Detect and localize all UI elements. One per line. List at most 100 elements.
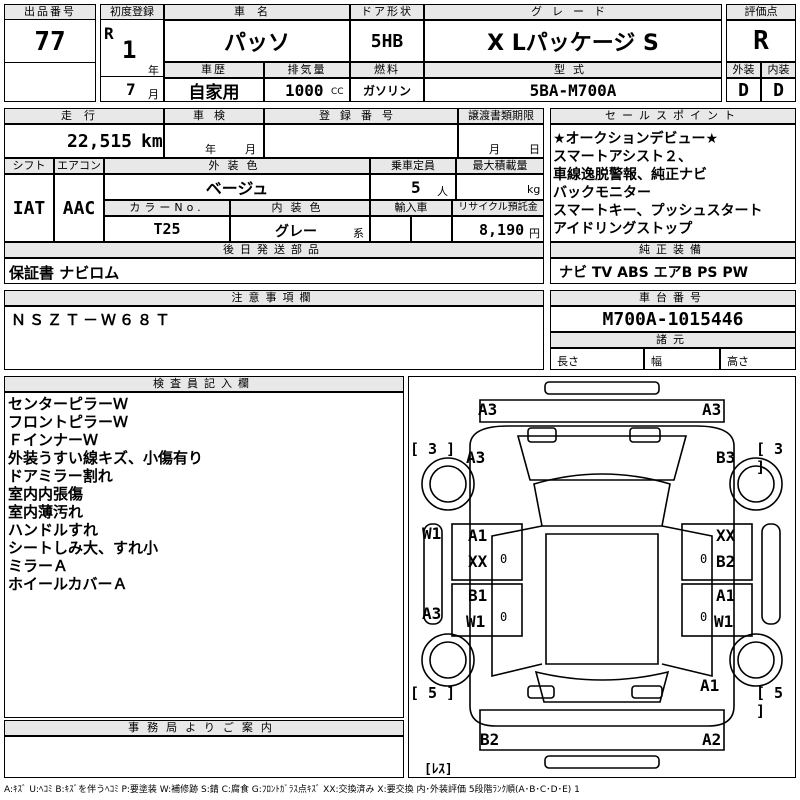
notes-label: 注意事項欄 <box>4 290 544 306</box>
ext-color: ベージュ <box>104 174 370 200</box>
mark-door-rr-1: A1 <box>716 586 736 605</box>
lot-number-label: 出品番号 <box>4 4 96 20</box>
later-parts-label: 後日発送部品 <box>4 242 544 258</box>
displacement-unit: CC <box>331 87 344 97</box>
mark-door-rl-2: W1 <box>466 612 486 631</box>
inspection-label: 車検 <box>164 108 264 124</box>
shift-label: シフト <box>4 158 54 174</box>
capacity-cell: 5 人 <box>370 174 456 200</box>
reg-month: 7 <box>126 80 136 99</box>
mark-pillar-left: W1 <box>422 524 442 543</box>
import-cell-1 <box>370 216 411 242</box>
inspector-line: ドアミラー割れ <box>8 467 113 485</box>
sales-point-line: スマートアシスト２、 <box>553 149 693 165</box>
shift: IAT <box>4 174 54 242</box>
exterior-label: 外装 <box>726 62 761 78</box>
capacity-unit: 人 <box>437 185 448 198</box>
reg-divider <box>100 76 164 77</box>
int-color-label: 内装色 <box>230 200 370 216</box>
mark-rear-bumper-left: B2 <box>480 730 500 749</box>
sales-point-line: アイドリングストップ <box>553 221 693 237</box>
inspector-line: 室内薄汚れ <box>8 503 84 521</box>
grade-label: グレード <box>424 4 722 20</box>
mark-fender-fl: A3 <box>466 448 486 467</box>
sales-points-label: セールスポイント <box>550 108 796 124</box>
history-label: 車歴 <box>164 62 264 78</box>
recycle-cell: 8,190 円 <box>452 216 544 242</box>
int-color-unit: 系 <box>353 227 364 240</box>
inspection-year: 年 <box>205 143 216 156</box>
door-label: ドア形状 <box>350 4 424 20</box>
inspector-line: ＦインナーＷ <box>8 431 99 449</box>
mark-door-rr-2: W1 <box>714 612 734 631</box>
reg-year: 1 <box>122 36 137 64</box>
length-label: 長さ <box>557 355 579 368</box>
registration-number-cell <box>264 124 458 158</box>
registration-number-label: 登録番号 <box>264 108 458 124</box>
lot-divider <box>4 62 96 63</box>
sales-point-line: ★オークションデビュー★ <box>553 131 719 147</box>
transfer-deadline-label: 譲渡書類期限 <box>458 108 544 124</box>
mileage-cell: 22,515 km <box>4 124 164 158</box>
transfer-deadline-cell: 月 日 <box>458 124 544 158</box>
import-cell-2 <box>411 216 452 242</box>
displacement: 1000 <box>285 81 324 100</box>
mark-less: [ﾚｽ] <box>424 762 453 777</box>
mark-door-rl-1: B1 <box>468 586 488 605</box>
int-color-cell: グレー 系 <box>230 216 370 242</box>
mark-fender-fr: B3 <box>716 448 736 467</box>
reg-year-unit: 年 <box>148 64 159 77</box>
ext-color-label: 外装色 <box>104 158 370 174</box>
grade: X Lパッケージ S <box>424 20 722 62</box>
inspector-line: フロントピラーＷ <box>8 413 129 431</box>
displacement-cell: 1000 CC <box>264 78 350 102</box>
interior-score: D <box>761 78 796 102</box>
max-load-cell: kg <box>456 174 544 200</box>
width-label: 幅 <box>651 355 662 368</box>
mark-rear-right: A1 <box>700 676 720 695</box>
height-cell: 高さ <box>720 348 796 370</box>
car-diagram <box>421 381 783 769</box>
mileage: 22,515 <box>67 131 133 152</box>
inspector-line: ホイールカバーＡ <box>8 575 128 593</box>
import-label: 輸入車 <box>370 200 452 216</box>
int-color: グレー <box>275 224 317 240</box>
inspector-line: ハンドルすれ <box>8 521 99 539</box>
inspector-line: シートしみ大、すれ小 <box>8 539 159 557</box>
inspection-month: 月 <box>245 143 256 156</box>
fuel-label: 燃料 <box>350 62 424 78</box>
equipment-label: 純正装備 <box>550 242 796 258</box>
fuel: ガソリン <box>350 78 424 102</box>
mark-door-fr-2: B2 <box>716 552 736 571</box>
model-label: 型式 <box>424 62 722 78</box>
car-diagram-box <box>408 376 796 778</box>
legend: A:ｷｽﾞ U:ﾍｺﾐ B:ｷｽﾞを伴うﾍｺﾐ P:要塗装 W:補修跡 S:錆 … <box>4 785 580 795</box>
history: 自家用 <box>164 78 264 103</box>
car-name-label: 車名 <box>164 4 350 20</box>
mark-tire-rr: [ 5 ] <box>756 684 784 720</box>
mark-tire-fr: [ 3 ] <box>756 440 784 476</box>
sales-points-cell <box>550 124 796 242</box>
mileage-unit: km <box>141 131 163 152</box>
mark-door-fr-1: XX <box>716 526 736 545</box>
transfer-month: 月 <box>489 143 500 156</box>
score-label: 評価点 <box>726 4 796 20</box>
displacement-label: 排気量 <box>264 62 350 78</box>
capacity-label: 乗車定員 <box>370 158 456 174</box>
inspection-cell: 年 月 <box>164 124 264 158</box>
era: R <box>104 24 114 43</box>
first-registration-label: 初度登録 <box>100 4 164 20</box>
sales-point-line: バックモニター <box>553 185 651 201</box>
color-number: T25 <box>104 216 230 242</box>
inspector-line: 室内内張傷 <box>8 485 84 503</box>
score: R <box>726 20 796 62</box>
mark-zero: 0 <box>700 552 708 566</box>
mark-tire-fl: [ 3 ] <box>410 440 456 458</box>
chassis-number: M700A-1015446 <box>550 306 796 332</box>
mark-door-fl-1: A1 <box>468 526 488 545</box>
recycle-unit: 円 <box>529 227 540 240</box>
dims-label: 諸元 <box>550 332 796 348</box>
door: 5HB <box>350 20 424 62</box>
mark-quarter-left: A3 <box>422 604 442 623</box>
color-number-label: カラーNo. <box>104 200 230 216</box>
